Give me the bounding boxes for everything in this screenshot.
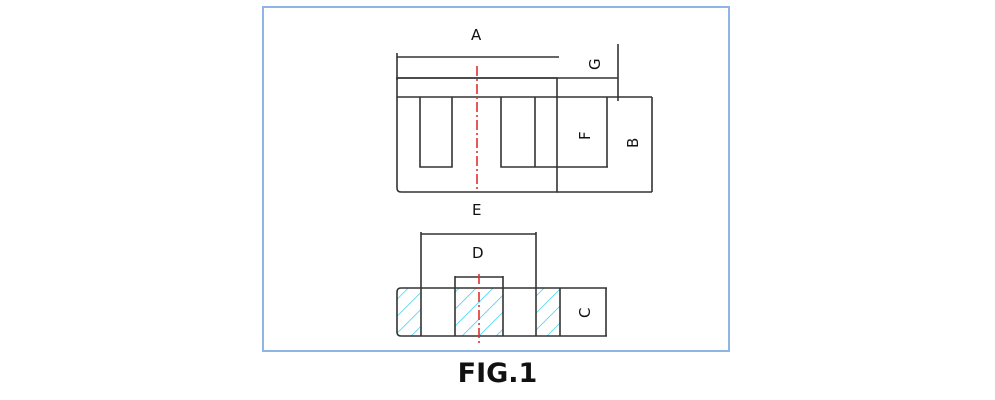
figure-caption: FIG.1 xyxy=(457,358,538,389)
hatch-left-leg xyxy=(397,288,421,336)
label-b: B xyxy=(624,138,642,148)
core-outline xyxy=(396,77,558,193)
section-outline xyxy=(396,287,607,337)
label-d: D xyxy=(472,244,484,262)
label-f: F xyxy=(576,131,594,140)
label-a: A xyxy=(471,26,482,44)
hatch-right-leg xyxy=(536,288,560,336)
label-e: E xyxy=(472,201,481,219)
label-c: C xyxy=(576,308,594,318)
section-view xyxy=(396,232,607,337)
label-g: G xyxy=(586,58,604,70)
figure-frame xyxy=(262,6,730,352)
left-window xyxy=(419,97,453,168)
right-window xyxy=(500,97,608,168)
top-view xyxy=(396,44,653,193)
